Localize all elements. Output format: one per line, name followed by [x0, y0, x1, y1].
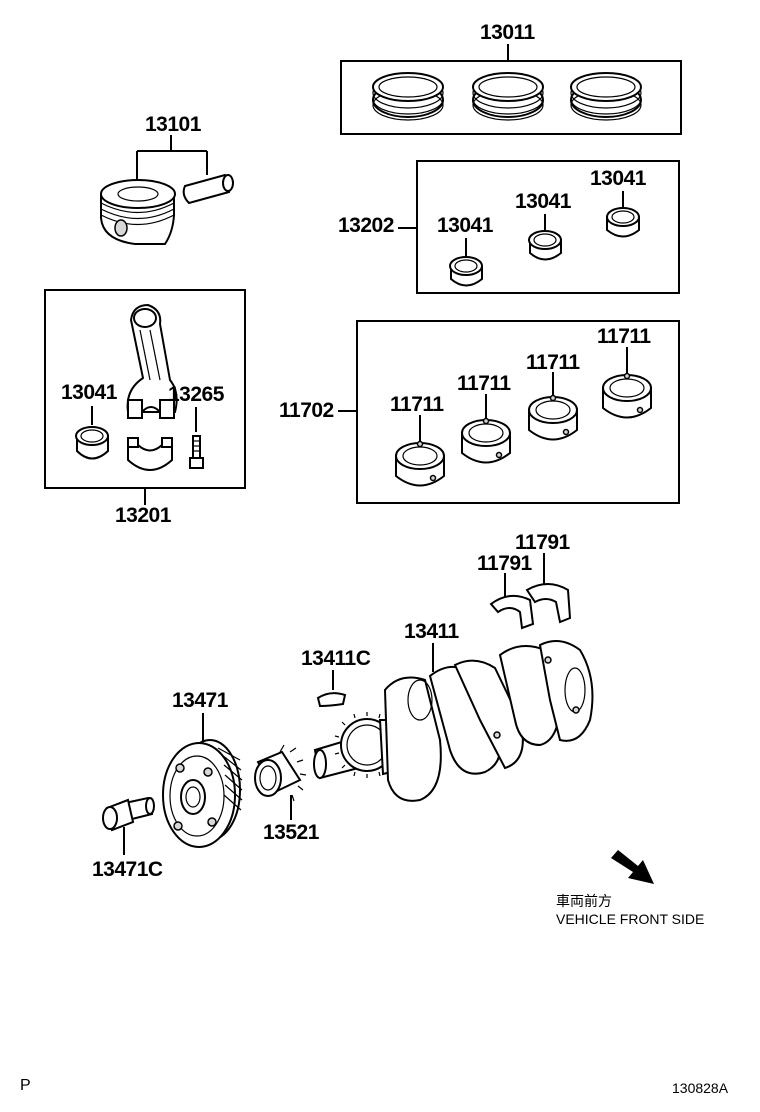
main-bearing-shell: [528, 394, 578, 441]
front-side-note-japanese: 車両前方: [556, 893, 612, 909]
conrod-bearing-set-drawing: [398, 160, 680, 294]
main-bearing-shell: [395, 440, 445, 487]
piston-ring-stack: [570, 72, 642, 121]
label-conrod-bearing-in-rod[interactable]: 13041: [61, 381, 117, 404]
crankshaft-key-drawing: [316, 670, 347, 708]
footer-left-code: P: [20, 1077, 31, 1094]
label-crank-bearing-set[interactable]: 11702: [279, 399, 334, 422]
thrust-washers-drawing: [489, 553, 572, 630]
label-conrod-bearing-set[interactable]: 13202: [338, 214, 394, 237]
piston-ring-stack: [472, 72, 544, 121]
crank-bearing-set-drawing: [338, 320, 680, 504]
drawing-number: 130828A: [672, 1080, 729, 1096]
main-bearing-shell: [602, 372, 652, 419]
main-bearing-shell: [461, 417, 511, 464]
bearing-shell: [528, 230, 562, 261]
crank-pulley-drawing: [162, 713, 243, 848]
piston-ring-set-drawing: [340, 44, 682, 135]
label-crankshaft-key[interactable]: 13411C: [301, 647, 371, 670]
label-crank-timing-gear[interactable]: 13521: [263, 821, 319, 844]
piston-ring-stack: [372, 72, 444, 121]
crank-timing-gear-drawing: [254, 744, 307, 820]
label-crank-bearing-3[interactable]: 11711: [526, 351, 580, 374]
label-thrust-washer-2[interactable]: 11791: [515, 531, 570, 554]
pulley-bolt-drawing: [102, 796, 155, 855]
label-thrust-washer-1[interactable]: 11791: [477, 552, 532, 575]
bearing-shell: [75, 426, 109, 460]
piston-drawing: [100, 135, 234, 245]
label-crank-bearing-2[interactable]: 11711: [457, 372, 511, 395]
conrod-cap: [127, 437, 173, 471]
label-crank-pulley-bolt[interactable]: 13471C: [92, 858, 163, 881]
label-piston-with-pin[interactable]: 13101: [145, 113, 201, 136]
conrod-assembly-drawing: [44, 289, 246, 505]
front-side-note-english: VEHICLE FRONT SIDE: [556, 911, 705, 927]
label-crank-bearing-1[interactable]: 11711: [390, 393, 444, 416]
label-conrod-bearing-c[interactable]: 13041: [590, 167, 646, 190]
bearing-shell: [449, 256, 483, 287]
label-crankshaft[interactable]: 13411: [404, 620, 459, 643]
connecting-rod: [126, 303, 178, 419]
crankshaft-drawing: [313, 640, 594, 802]
label-conrod-assembly[interactable]: 13201: [115, 504, 171, 527]
vehicle-front-arrow-icon: [611, 850, 654, 884]
label-piston-ring-set[interactable]: 13011: [480, 21, 535, 44]
label-crank-bearing-4[interactable]: 11711: [597, 325, 651, 348]
conrod-bolt-drawing: [189, 435, 204, 469]
label-crank-pulley[interactable]: 13471: [172, 689, 228, 712]
label-conrod-bearing-a[interactable]: 13041: [437, 214, 493, 237]
label-conrod-bearing-b[interactable]: 13041: [515, 190, 571, 213]
bearing-shell: [606, 207, 640, 238]
label-conrod-bolt[interactable]: 13265: [168, 383, 224, 406]
